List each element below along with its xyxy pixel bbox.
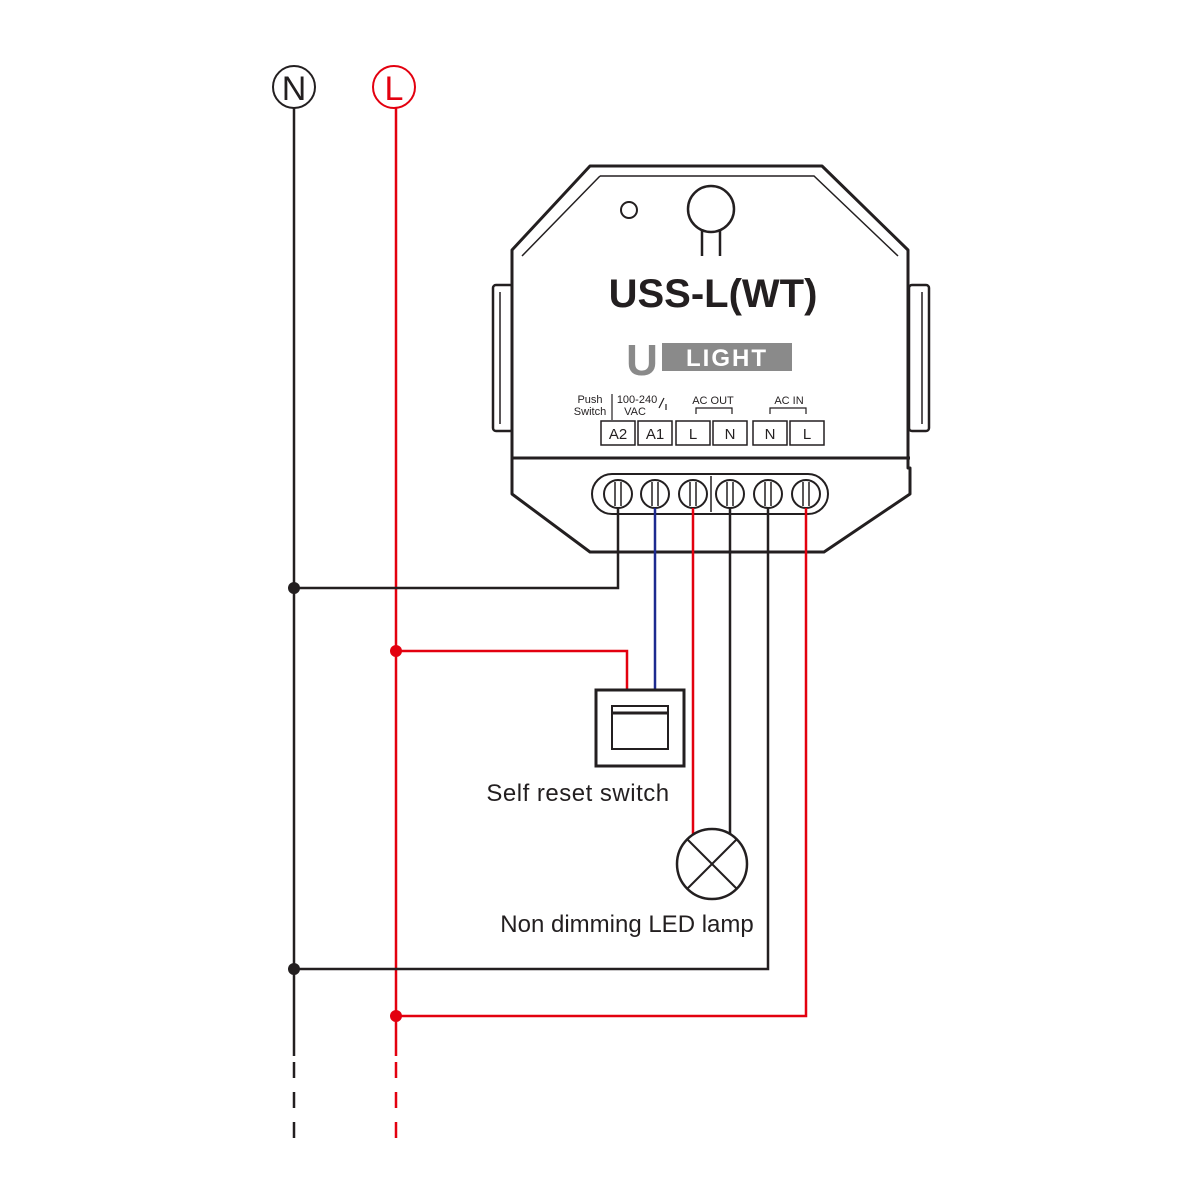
junction-dot [288, 582, 300, 594]
wires [294, 508, 808, 1018]
terminal-label-in-l: L [803, 426, 811, 443]
terminal-box [600, 420, 636, 446]
led-lamp [675, 827, 749, 901]
screw [715, 479, 745, 509]
self-reset-switch [594, 688, 686, 768]
wire-in-n-neutral [294, 508, 770, 971]
ac-in-label: AC IN [774, 395, 803, 407]
neutral-bus-label: N [282, 70, 307, 108]
terminal-box [637, 420, 673, 446]
junction-dot [288, 963, 300, 975]
live-bus-badge [372, 65, 416, 109]
junction-dot [390, 645, 402, 657]
device-module: USS-L(WT) U LIGHT Push Switch 100-240 VA… [491, 164, 931, 554]
terminal-labels: A2 A1 L N N L [600, 420, 825, 446]
terminal-label-out-n: N [725, 426, 736, 443]
brand-logo-bar [662, 343, 792, 371]
terminal-label-out-l: L [689, 426, 697, 443]
right-clip [907, 283, 931, 433]
screw [791, 479, 821, 509]
switch-label: Self reset switch [486, 780, 669, 807]
brand-logo: U LIGHT [626, 336, 792, 385]
status-led [620, 201, 638, 219]
voltage-label-2: VAC [624, 406, 646, 418]
neutral-bus: N [272, 65, 316, 1140]
live-bus: L [372, 65, 416, 1140]
junction-dot [390, 1010, 402, 1022]
terminal-label-a1: A1 [646, 426, 664, 443]
live-bus-label: L [385, 70, 404, 108]
brand-logo-text: LIGHT [686, 345, 768, 372]
wire-a2-neutral [294, 508, 620, 590]
screw [678, 479, 708, 509]
left-clip [491, 283, 515, 433]
ac-out-label: AC OUT [692, 395, 734, 407]
screw [640, 479, 670, 509]
brand-logo-u: U [626, 336, 658, 385]
wire-live-switch [396, 649, 629, 690]
terminal-box [752, 420, 788, 446]
terminal-label-in-n: N [765, 426, 776, 443]
push-switch-label-1: Push [577, 394, 602, 406]
screw [603, 479, 633, 509]
terminal-label-a2: A2 [609, 426, 627, 443]
wire-in-l-live [396, 508, 808, 1018]
push-switch-label-2: Switch [574, 406, 606, 418]
device-model: USS-L(WT) [609, 272, 818, 316]
screw [753, 479, 783, 509]
screw-terminal-block [591, 473, 829, 515]
terminal-box [789, 420, 825, 446]
terminal-box [712, 420, 748, 446]
program-button [686, 184, 736, 256]
lamp-label: Non dimming LED lamp [500, 911, 753, 938]
voltage-label-1: 100-240 [617, 394, 657, 406]
terminal-box [675, 420, 711, 446]
